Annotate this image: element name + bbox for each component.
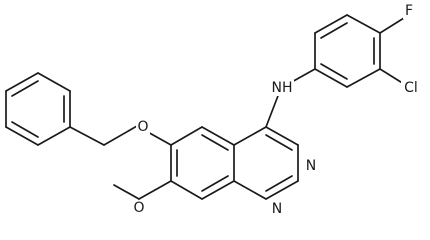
atom-o-methoxy: O <box>132 200 146 216</box>
atom-labels: NH N N O O F Cl <box>132 3 421 217</box>
bond <box>379 17 405 34</box>
bond <box>314 68 348 88</box>
atom-label-cl: Cl <box>404 80 418 96</box>
atom-nh: NH <box>270 80 294 96</box>
bond <box>379 68 405 85</box>
bond <box>201 134 229 151</box>
bond <box>103 125 138 146</box>
atom-label-o: O <box>133 200 144 216</box>
bond <box>265 134 293 151</box>
bond <box>170 180 203 200</box>
bond <box>320 63 348 80</box>
bond <box>113 184 140 200</box>
atom-cl: Cl <box>401 80 421 96</box>
bond <box>11 121 39 138</box>
atom-label-n: N <box>306 158 316 174</box>
bond <box>314 14 348 34</box>
bond <box>201 175 229 192</box>
chemical-structure-diagram: NH N N O O F Cl <box>5 3 421 217</box>
atom-n-ring1: N <box>270 201 284 217</box>
bond <box>201 180 235 200</box>
atom-o-benzyloxy: O <box>136 119 150 135</box>
bond <box>5 72 39 92</box>
atom-label-o: O <box>137 119 148 135</box>
bond <box>346 68 381 88</box>
bond <box>265 180 299 200</box>
bond <box>37 126 71 146</box>
atom-f: F <box>403 3 416 19</box>
bond <box>233 180 267 200</box>
bond <box>69 126 105 146</box>
atom-n-ring3: N <box>304 158 318 174</box>
bonds <box>5 14 405 200</box>
bond <box>5 126 39 146</box>
atom-label-n: N <box>272 201 282 217</box>
bond <box>265 126 299 146</box>
bond <box>320 22 348 39</box>
bond <box>170 126 203 146</box>
bond <box>346 14 381 34</box>
bond <box>233 126 267 146</box>
bond <box>37 72 71 92</box>
bond <box>138 180 172 200</box>
atom-label-f: F <box>405 3 413 19</box>
atom-label-nh: NH <box>272 80 293 96</box>
bond <box>265 175 293 192</box>
bond <box>201 126 235 146</box>
bond <box>11 80 39 97</box>
